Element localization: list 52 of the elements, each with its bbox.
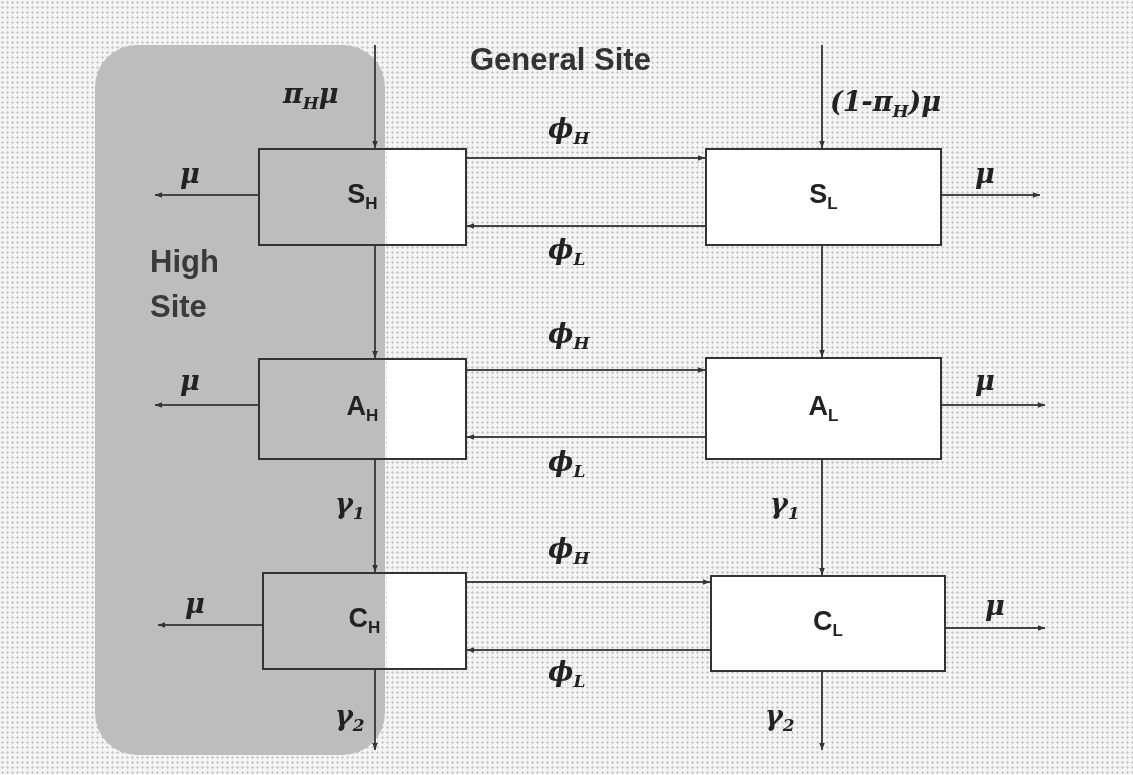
compartment-box xyxy=(262,572,467,670)
arrow xyxy=(466,579,711,585)
arrow xyxy=(372,44,378,149)
compartment-label: S$_{H}$ xyxy=(347,179,378,215)
arrow xyxy=(372,459,378,573)
arrow xyxy=(466,155,706,161)
compartment-box xyxy=(705,357,942,460)
compartment-box xyxy=(258,148,467,246)
edge-label: ϕ$_{H}$ xyxy=(548,320,590,353)
compartment-label: S$_{L}$ xyxy=(809,179,838,215)
compartment-box xyxy=(705,148,942,246)
edge-label: μ xyxy=(975,367,995,394)
edge-label: (1-π$_{H}$)μ xyxy=(830,88,942,121)
arrow xyxy=(466,647,711,653)
arrow xyxy=(154,402,259,408)
region-label: General Site xyxy=(470,41,651,79)
arrow xyxy=(466,223,706,229)
arrow xyxy=(819,44,825,149)
arrow xyxy=(372,669,378,751)
arrow xyxy=(819,459,825,576)
arrow xyxy=(154,192,259,198)
edge-label: ϕ$_{L}$ xyxy=(548,448,586,481)
edge-label: ϕ$_{L}$ xyxy=(548,236,586,269)
edge-label: γ$_{2}$ xyxy=(335,702,365,735)
arrow xyxy=(945,625,1046,631)
edge-label: μ xyxy=(185,590,205,617)
arrow xyxy=(941,192,1041,198)
edge-label: μ xyxy=(985,592,1005,619)
edge-label: μ xyxy=(180,367,200,394)
arrow xyxy=(372,245,378,359)
arrow xyxy=(466,434,706,440)
edge-label: ϕ$_{L}$ xyxy=(548,658,586,691)
edge-label: ϕ$_{H}$ xyxy=(548,535,590,568)
compartment-box xyxy=(710,575,946,672)
compartment-label: A$_{H}$ xyxy=(346,391,379,427)
compartment-box xyxy=(258,358,467,460)
arrow xyxy=(941,402,1046,408)
edge-label: ϕ$_{H}$ xyxy=(548,115,590,148)
edge-label: π$_{H}$μ xyxy=(283,80,339,113)
arrow xyxy=(819,245,825,358)
arrow xyxy=(819,671,825,751)
compartment-label: C$_{H}$ xyxy=(348,603,381,639)
edge-label: γ$_{1}$ xyxy=(335,490,365,523)
compartment-label: A$_{L}$ xyxy=(808,390,839,427)
edge-label: γ$_{2}$ xyxy=(765,702,795,735)
edge-label: μ xyxy=(975,160,995,187)
edge-label: μ xyxy=(180,160,200,187)
region-label: High Site xyxy=(150,243,220,326)
arrow xyxy=(466,367,706,373)
compartment-label: C$_{L}$ xyxy=(813,605,843,642)
edge-label: γ$_{1}$ xyxy=(770,490,800,523)
arrow xyxy=(157,622,263,628)
